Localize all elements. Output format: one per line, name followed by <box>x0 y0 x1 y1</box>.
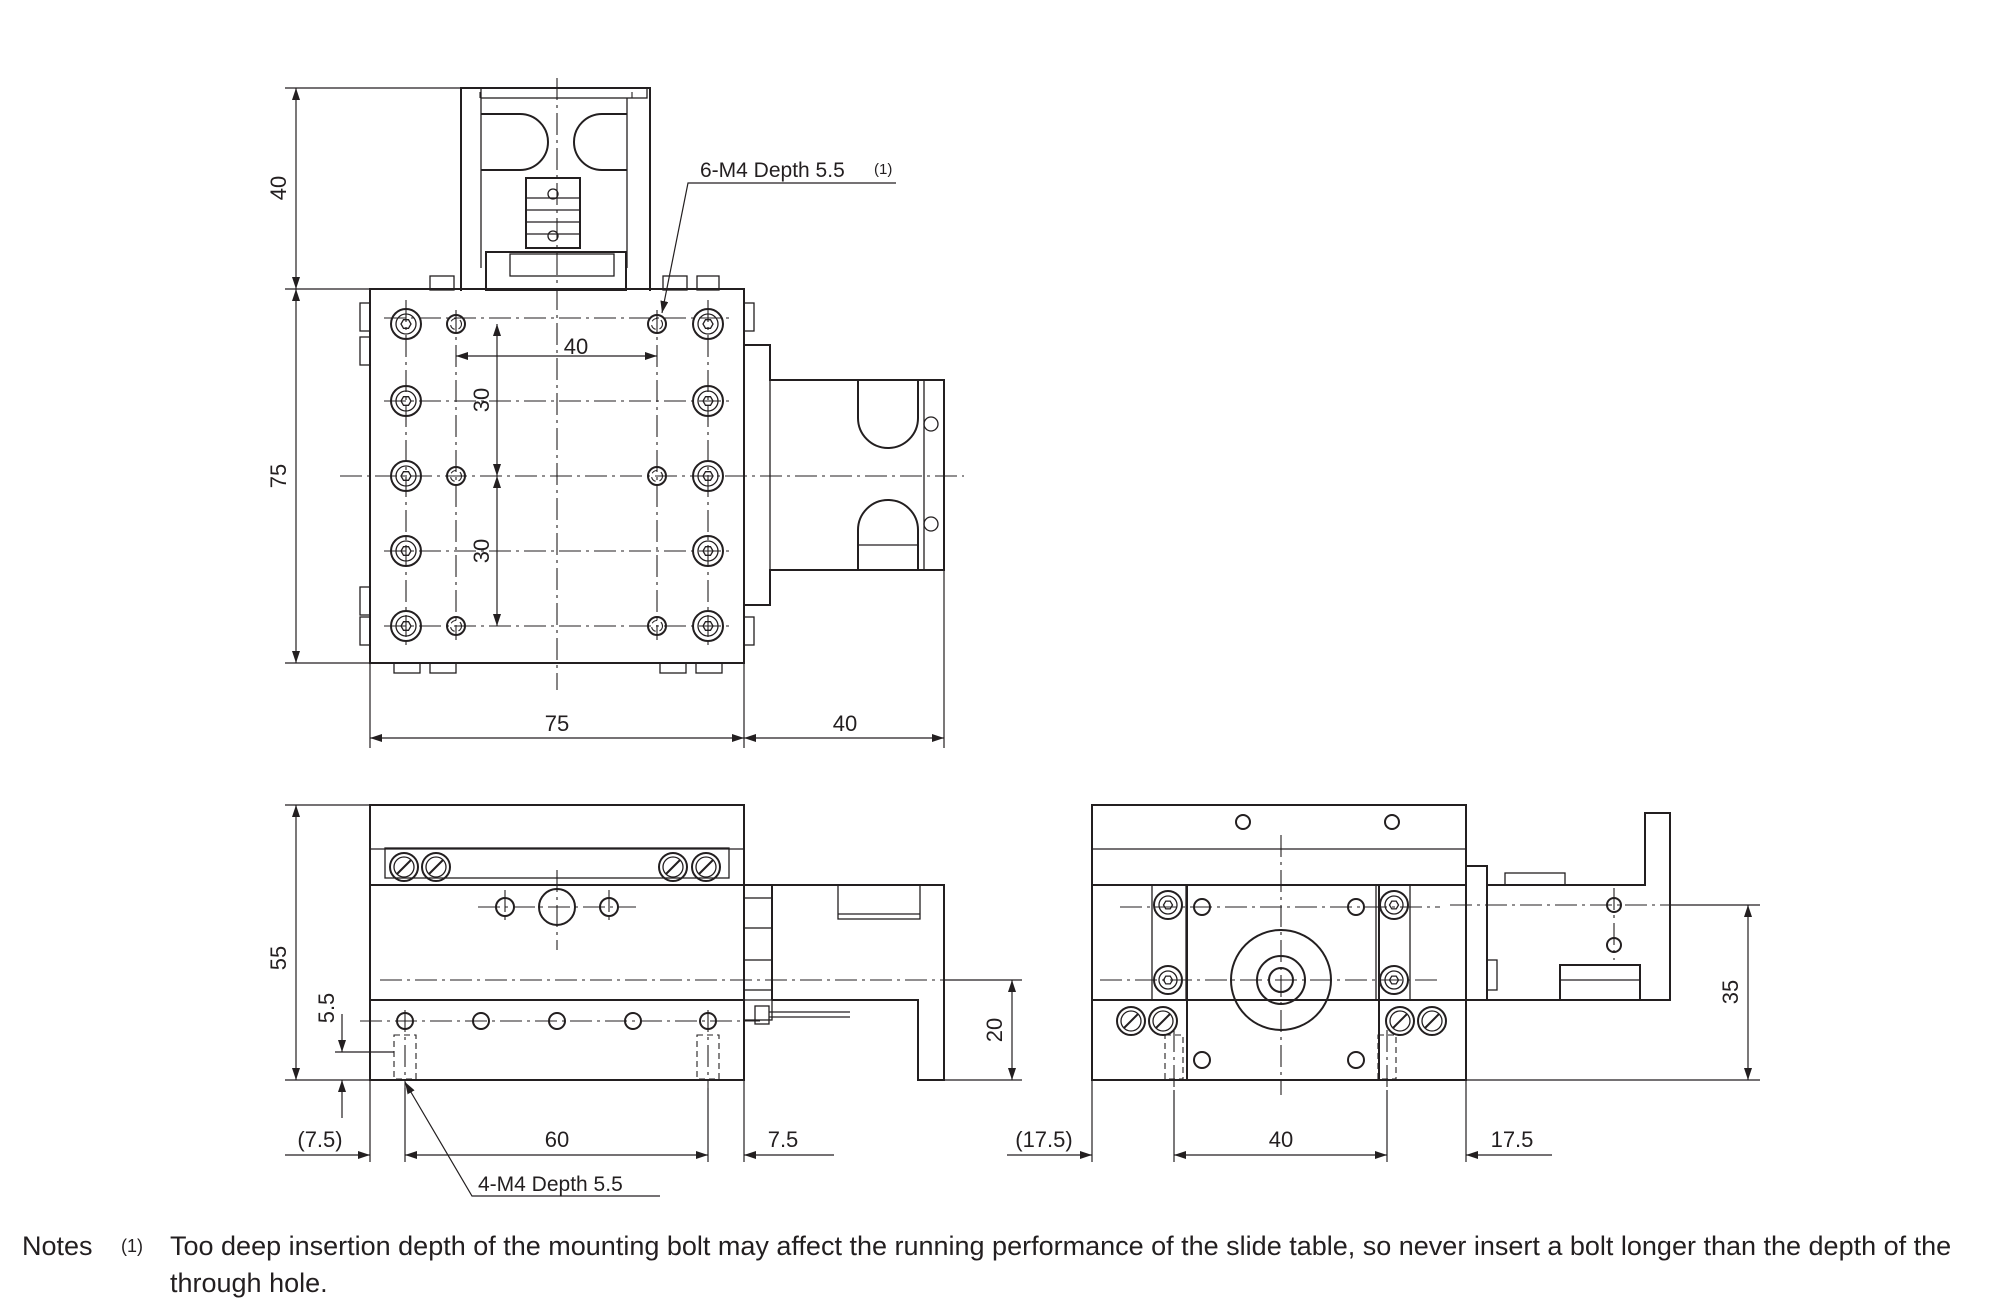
dim-hole-pitch-front: 60 <box>545 1127 569 1152</box>
annotation-top-tapped-holes: 6-M4 Depth 5.5 <box>700 159 845 182</box>
motor-bracket-top <box>429 87 720 291</box>
dim-total-height: 55 <box>266 946 291 970</box>
motor-bracket-side <box>744 344 945 606</box>
dim-width-motor: 40 <box>833 711 857 736</box>
dim-hole-pitch-x: 40 <box>564 334 588 359</box>
technical-drawing: 40 30 30 40 75 75 40 6-M4 Depth 5.5 (1) <box>266 78 1760 1197</box>
note-ref-top: 1 <box>879 161 887 178</box>
dim-height-main: 75 <box>266 464 291 488</box>
dim-center-height-side: 35 <box>1718 980 1743 1004</box>
dim-hole-pitch-side: 40 <box>1269 1127 1293 1152</box>
dim-right-offset-side: 17.5 <box>1491 1127 1534 1152</box>
svg-text:(1): (1) <box>874 161 892 178</box>
dim-left-offset-side: (17.5) <box>1015 1127 1072 1152</box>
dim-center-height-front: 20 <box>982 1018 1007 1042</box>
note-ref: (1) <box>121 1236 144 1256</box>
top-view: 40 30 30 40 75 75 40 6-M4 Depth 5.5 (1) <box>266 78 964 748</box>
dim-left-offset-front: (7.5) <box>297 1127 342 1152</box>
dim-hole-pitch-y-lower: 30 <box>469 539 494 563</box>
front-view: 55 5.5 20 (7.5) 60 7.5 4-M4 Depth 5.5 <box>266 804 1022 1197</box>
note-text: Too deep insertion depth of the mounting… <box>170 1231 1952 1298</box>
dim-hole-pitch-y-upper: 30 <box>469 388 494 412</box>
svg-text:6-M4 Depth 5.5: 6-M4 Depth 5.5 <box>700 159 845 182</box>
annotation-bottom-tapped-holes: 4-M4 Depth 5.5 <box>478 1173 623 1196</box>
dim-height-top: 40 <box>266 176 291 200</box>
dim-width-main: 75 <box>545 711 569 736</box>
dim-bolt-depth: 5.5 <box>314 993 339 1024</box>
side-view: (17.5) 40 17.5 35 <box>1007 804 1760 1162</box>
notes-label: Notes <box>22 1231 93 1261</box>
dim-right-offset-front: 7.5 <box>768 1127 799 1152</box>
